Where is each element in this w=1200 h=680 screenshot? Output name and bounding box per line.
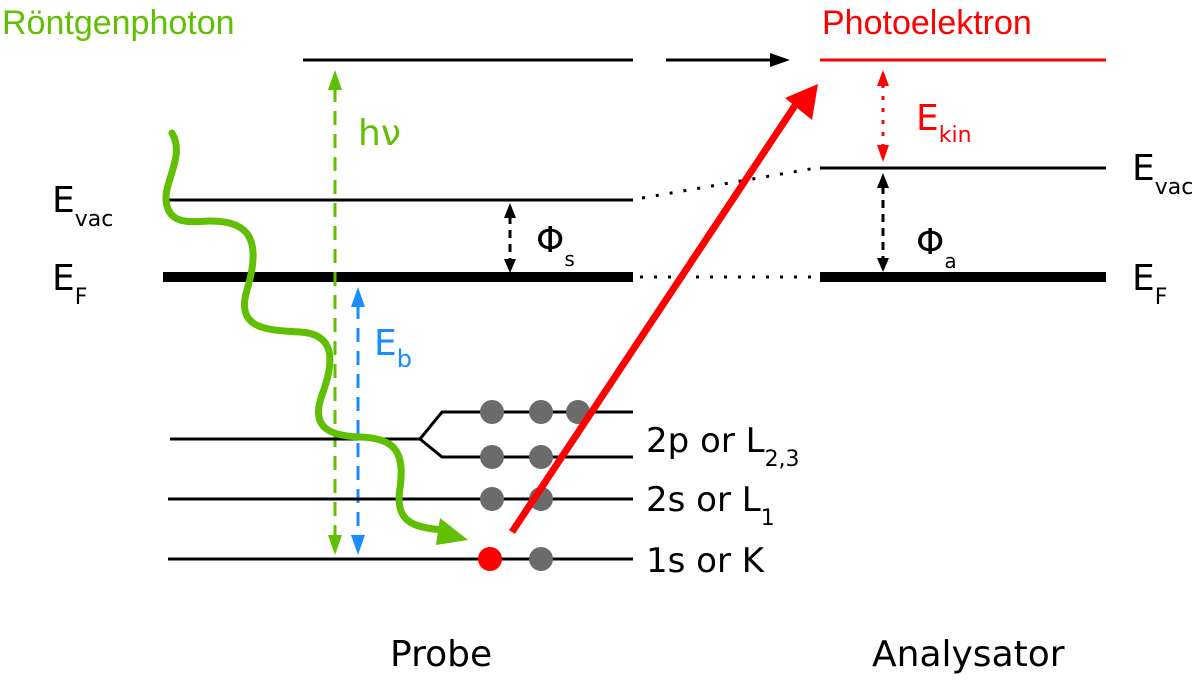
electrons [478, 400, 590, 571]
photon-arrowhead-icon [436, 518, 468, 545]
evac-right-label: Evac [1132, 148, 1193, 200]
eb-label: Eb [374, 323, 412, 373]
sample-work-function-arrow [504, 203, 516, 273]
level-2p-label: 2p or L2,3 [646, 421, 800, 472]
phi-a-label: Φa [916, 222, 957, 273]
analyzer-work-function-arrow [877, 173, 889, 272]
ekin-label: Ekin [916, 98, 972, 148]
xray-photon-wave [162, 129, 468, 545]
ef-right-label: EF [1132, 258, 1167, 310]
electron-2p-5 [529, 445, 553, 469]
analyzer-label: Analysator [872, 634, 1065, 675]
electron-2s-1 [480, 487, 504, 511]
photon-energy-arrow [328, 70, 342, 555]
photoelectron-arrowhead-icon [785, 84, 818, 120]
sample-label: Probe [390, 634, 492, 675]
vacuum-level-connector [641, 166, 817, 200]
xray-photon-title: Röntgenphoton [2, 4, 235, 42]
electron-2p-1 [480, 400, 504, 424]
kinetic-energy-arrow [877, 70, 889, 162]
transfer-arrowhead-icon [770, 53, 790, 67]
electron-1s-2 [529, 547, 553, 571]
electron-2p-4 [480, 445, 504, 469]
photoelectron-title: Photoelektron [822, 4, 1032, 42]
ef-left-label: EF [52, 258, 87, 310]
level-2s-label: 2s or L1 [646, 480, 775, 531]
hv-label: hν [358, 113, 401, 154]
photoelectron-trajectory-arrow [509, 84, 818, 534]
binding-energy-arrow [351, 287, 365, 555]
electron-2p-2 [529, 400, 553, 424]
level-1s-label: 1s or K [646, 541, 766, 581]
ejected-electron-1s [478, 547, 502, 571]
phi-s-label: Φs [536, 220, 575, 271]
evac-left-label: Evac [52, 180, 113, 232]
